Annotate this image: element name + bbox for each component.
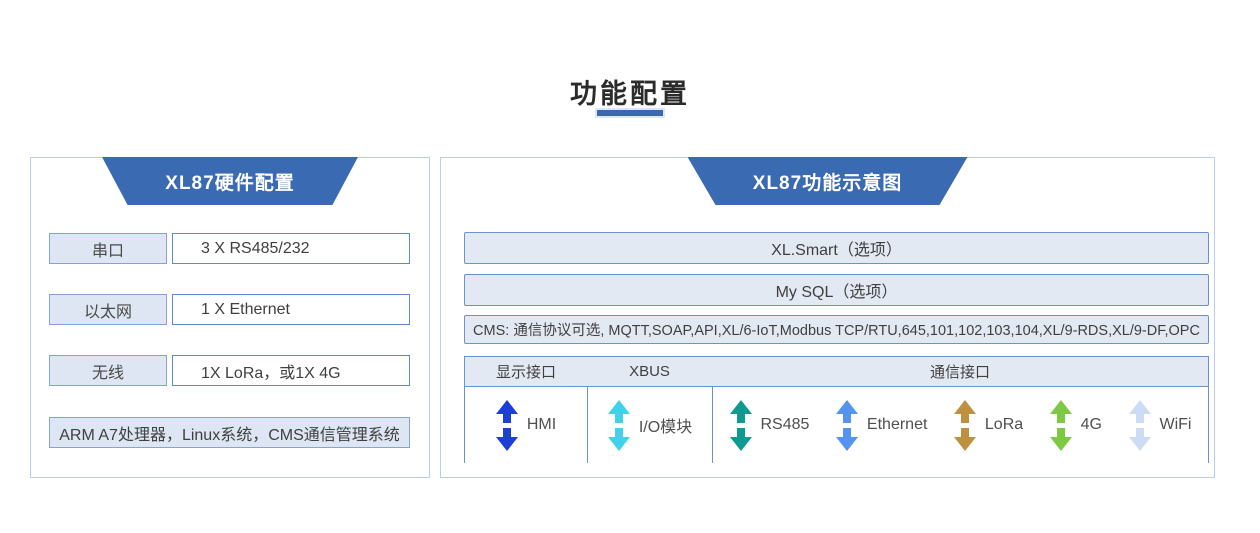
interface-item-wifi: WiFi [1128, 399, 1192, 451]
double-arrow-icon [729, 399, 752, 451]
hw-row-value-ethernet: 1 X Ethernet [172, 294, 410, 325]
hw-row-value-serial: 3 X RS485/232 [172, 233, 410, 264]
interface-label: LoRa [984, 416, 1024, 433]
interface-label: Ethernet [866, 416, 928, 433]
double-arrow-icon [835, 399, 858, 451]
hardware-config-panel: XL87硬件配置 串口 3 X RS485/232 以太网 1 X Ethern… [30, 157, 430, 478]
xl-smart-bar: XL.Smart（选项） [464, 232, 1209, 264]
double-arrow-icon [1128, 399, 1151, 451]
header-xbus: XBUS [629, 363, 670, 380]
interface-label: RS485 [760, 416, 810, 433]
interface-item-rs485: RS485 [729, 399, 810, 451]
title-underline [597, 110, 663, 116]
hw-row-label-serial: 串口 [49, 233, 167, 264]
hw-row-label-ethernet: 以太网 [49, 294, 167, 325]
header-display-interface: 显示接口 [495, 364, 556, 381]
interface-label: WiFi [1159, 416, 1192, 433]
interface-item-lora: LoRa [953, 399, 1024, 451]
double-arrow-icon [607, 399, 630, 451]
interface-table-header: 显示接口 XBUS 通信接口 [465, 357, 1208, 387]
interface-cell-display: HMI [465, 387, 587, 463]
function-panel-header: XL87功能示意图 [687, 157, 968, 205]
mysql-bar: My SQL（选项） [464, 274, 1209, 306]
interface-table-body: HMI I/O模块 RS485 [465, 387, 1208, 463]
page-title: 功能配置 [570, 79, 690, 109]
hw-system-summary: ARM A7处理器，Linux系统，CMS通信管理系统 [49, 417, 410, 448]
hw-row-value-wireless: 1X LoRa，或1X 4G [172, 355, 410, 386]
cms-protocols-bar: CMS: 通信协议可选, MQTT,SOAP,API,XL/6-IoT,Modb… [464, 315, 1209, 344]
interface-item-hmi: HMI [495, 399, 557, 451]
double-arrow-icon [1049, 399, 1072, 451]
header-comm-interface: 通信接口 [929, 364, 990, 381]
interface-cell-comm: RS485 Ethernet LoRa [712, 387, 1208, 463]
interface-label: I/O模块 [638, 419, 693, 436]
double-arrow-icon [495, 399, 518, 451]
interface-label: HMI [526, 416, 557, 433]
interface-item-4g: 4G [1049, 399, 1102, 451]
interface-item-ethernet: Ethernet [835, 399, 928, 451]
function-diagram-panel: XL87功能示意图 XL.Smart（选项） My SQL（选项） CMS: 通… [440, 157, 1215, 478]
double-arrow-icon [953, 399, 976, 451]
hw-row-label-wireless: 无线 [49, 355, 167, 386]
interface-label: 4G [1080, 416, 1102, 433]
interface-item-io-module: I/O模块 [607, 399, 693, 451]
interface-cell-xbus: I/O模块 [587, 387, 712, 463]
hardware-panel-header: XL87硬件配置 [102, 157, 358, 205]
interface-table: 显示接口 XBUS 通信接口 HMI [464, 356, 1209, 463]
